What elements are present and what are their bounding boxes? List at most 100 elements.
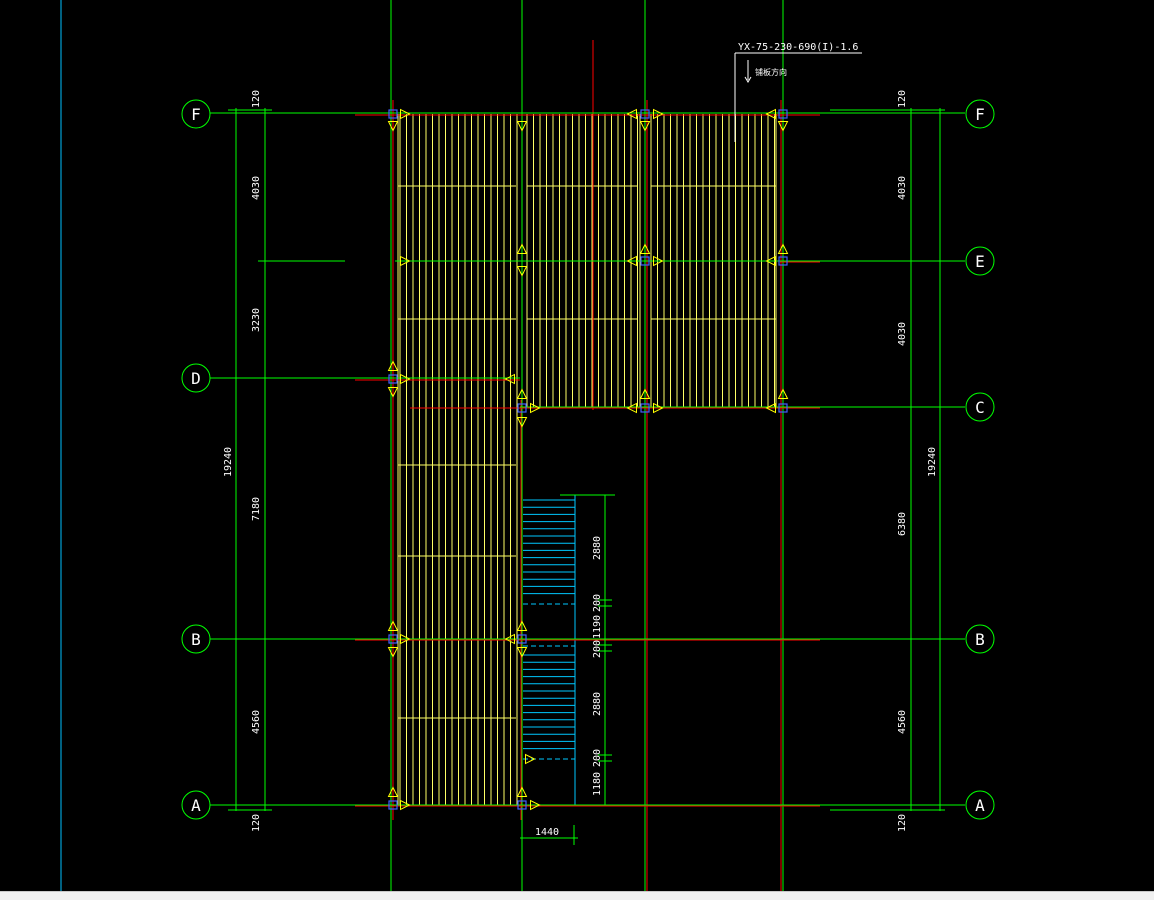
column-marker (640, 256, 650, 266)
right-dimension-lines (830, 108, 945, 811)
support-arrow-icon (387, 647, 399, 658)
dim-stair-200-c: 200 (592, 749, 603, 767)
support-arrow-icon (777, 243, 789, 254)
support-arrow-icon (387, 620, 399, 631)
axis-label-f-left: F (191, 105, 201, 124)
support-arrow-icon (504, 373, 515, 385)
direction-arrow-icon (744, 60, 752, 83)
dim-right-4560: 4560 (897, 710, 908, 734)
column-marker (517, 403, 527, 413)
stair-dimension-lines (520, 494, 615, 845)
column-grid-lines (390, 0, 784, 891)
support-arrow-icon (400, 255, 411, 267)
support-arrow-icon (777, 388, 789, 399)
support-arrow-icon (639, 388, 651, 399)
support-arrow-icon (516, 647, 528, 658)
support-arrow-icon (765, 255, 776, 267)
dim-left-3230: 3230 (251, 308, 262, 332)
support-arrow-icon (765, 402, 776, 414)
direction-note-label: 铺板方向 (755, 67, 787, 77)
axis-label-d-left: D (191, 369, 201, 388)
support-arrow-icon (530, 799, 541, 811)
column-marker (778, 403, 788, 413)
support-arrow-icon (516, 266, 528, 277)
axis-label-a-right: A (975, 796, 985, 815)
dimension-texts: 120 4030 3230 7180 4560 120 19240 120 40… (223, 90, 938, 838)
dim-stair-2880-lower: 2880 (592, 692, 603, 716)
support-arrow-icon (653, 108, 664, 120)
column-marker (517, 634, 527, 644)
axis-bubble-labels: F F E D C B B A A (191, 105, 985, 815)
axis-bubbles (181, 99, 995, 820)
axis-label-b-left: B (191, 630, 201, 649)
axis-label-e-right: E (975, 252, 985, 271)
support-arrow-icon (530, 402, 541, 414)
column-marker (778, 109, 788, 119)
support-arrow-icon (516, 786, 528, 797)
support-arrow-icon (387, 786, 399, 797)
support-arrow-icon (400, 799, 411, 811)
column-marker (640, 403, 650, 413)
dim-right-total: 19240 (927, 447, 938, 477)
column-marker (778, 256, 788, 266)
support-arrow-icon (765, 108, 776, 120)
support-arrow-icon (516, 620, 528, 631)
left-dimension-lines (228, 108, 272, 811)
dim-left-bottom-120: 120 (251, 814, 262, 832)
deck-slab-hatch (397, 114, 777, 806)
axis-label-a-left: A (191, 796, 201, 815)
dim-left-7180: 7180 (251, 497, 262, 521)
support-arrow-icon (626, 108, 637, 120)
dim-right-4030-upper: 4030 (897, 176, 908, 200)
support-arrow-icon (387, 387, 399, 398)
dim-right-bottom-120: 120 (897, 814, 908, 832)
deck-type-label: YX-75-230-690(I)-1.6 (738, 42, 858, 53)
status-bar (0, 891, 1154, 900)
dim-bottom-1440: 1440 (535, 827, 559, 838)
column-marker (388, 374, 398, 384)
support-arrow-icon (400, 373, 411, 385)
support-arrow-icon (516, 388, 528, 399)
dim-stair-200-a: 200 (592, 594, 603, 612)
support-arrow-icon (504, 633, 515, 645)
dim-stair-200-b: 200 (592, 640, 603, 658)
deck-annotation: YX-75-230-690(I)-1.6 铺板方向 (734, 42, 862, 142)
stair-treads (523, 495, 576, 805)
dim-stair-2880-upper: 2880 (592, 536, 603, 560)
column-marker (388, 109, 398, 119)
support-arrow-icon (525, 753, 536, 765)
dim-right-top-120: 120 (897, 90, 908, 108)
support-arrow-icon (387, 121, 399, 132)
support-arrow-icon (639, 243, 651, 254)
support-arrow-icon (777, 121, 789, 132)
dim-right-4030-lower: 4030 (897, 322, 908, 346)
support-arrow-icon (626, 402, 637, 414)
column-markers (388, 109, 788, 810)
dim-stair-1190: 1190 (592, 615, 603, 639)
support-arrow-icon (653, 255, 664, 267)
column-marker (388, 634, 398, 644)
support-arrows (387, 108, 789, 811)
dim-stair-1180: 1180 (592, 772, 603, 796)
support-arrow-icon (516, 417, 528, 428)
support-arrow-icon (400, 108, 411, 120)
support-arrow-icon (516, 121, 528, 132)
support-arrow-icon (626, 255, 637, 267)
dim-left-4030: 4030 (251, 176, 262, 200)
axis-label-c-right: C (975, 398, 985, 417)
column-marker (388, 800, 398, 810)
dim-left-top-120: 120 (251, 90, 262, 108)
support-arrow-icon (653, 402, 664, 414)
support-arrow-icon (400, 633, 411, 645)
axis-lines (210, 112, 965, 807)
dim-right-6380: 6380 (897, 512, 908, 536)
support-arrow-icon (639, 121, 651, 132)
column-marker (517, 800, 527, 810)
axis-label-b-right: B (975, 630, 985, 649)
axis-label-f-right: F (975, 105, 985, 124)
dim-left-4560: 4560 (251, 710, 262, 734)
support-arrow-icon (516, 243, 528, 254)
dim-left-total: 19240 (223, 447, 234, 477)
